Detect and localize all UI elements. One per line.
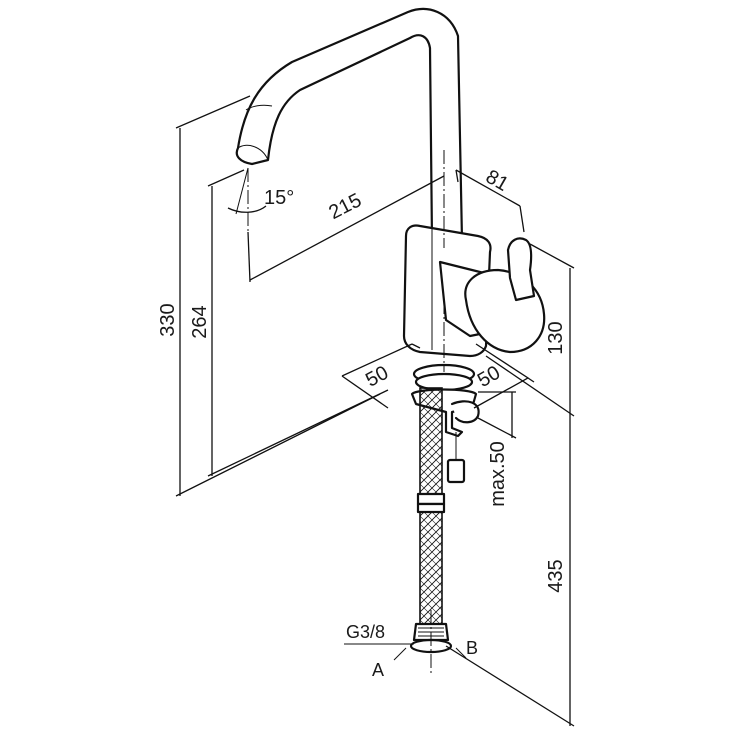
thread-label: G3/8 (346, 622, 385, 642)
dim-130-body-height: 130 (485, 243, 575, 417)
dim-435-label: 435 (545, 559, 567, 592)
connection-labels: G3/8 A B (344, 622, 478, 680)
label-b: B (466, 638, 478, 658)
spout (235, 7, 464, 242)
center-lines (247, 150, 445, 676)
dim-215-label: 215 (325, 189, 365, 224)
dim-50-right-label: 50 (474, 362, 504, 392)
dim-max50-label: max.50 (487, 441, 509, 507)
dim-81-label: 81 (482, 166, 512, 196)
dim-264-label: 264 (189, 305, 211, 338)
dim-264-outlet-height: 264 (189, 169, 389, 477)
dim-435-hose-length: 435 (445, 416, 575, 727)
faucet-body (402, 224, 546, 358)
dim-130-label: 130 (545, 321, 567, 354)
dim-330-label: 330 (157, 303, 179, 336)
dim-15-angle: 15° (227, 167, 294, 215)
flexible-hose (393, 387, 467, 661)
dim-max50-deck: max.50 (477, 391, 517, 507)
dim-81-lever-depth: 81 (455, 166, 525, 233)
dim-50-left-label: 50 (362, 362, 392, 392)
label-a: A (372, 660, 384, 680)
dim-330-total-height: 330 (157, 95, 381, 497)
dim-15-label: 15° (264, 187, 294, 209)
